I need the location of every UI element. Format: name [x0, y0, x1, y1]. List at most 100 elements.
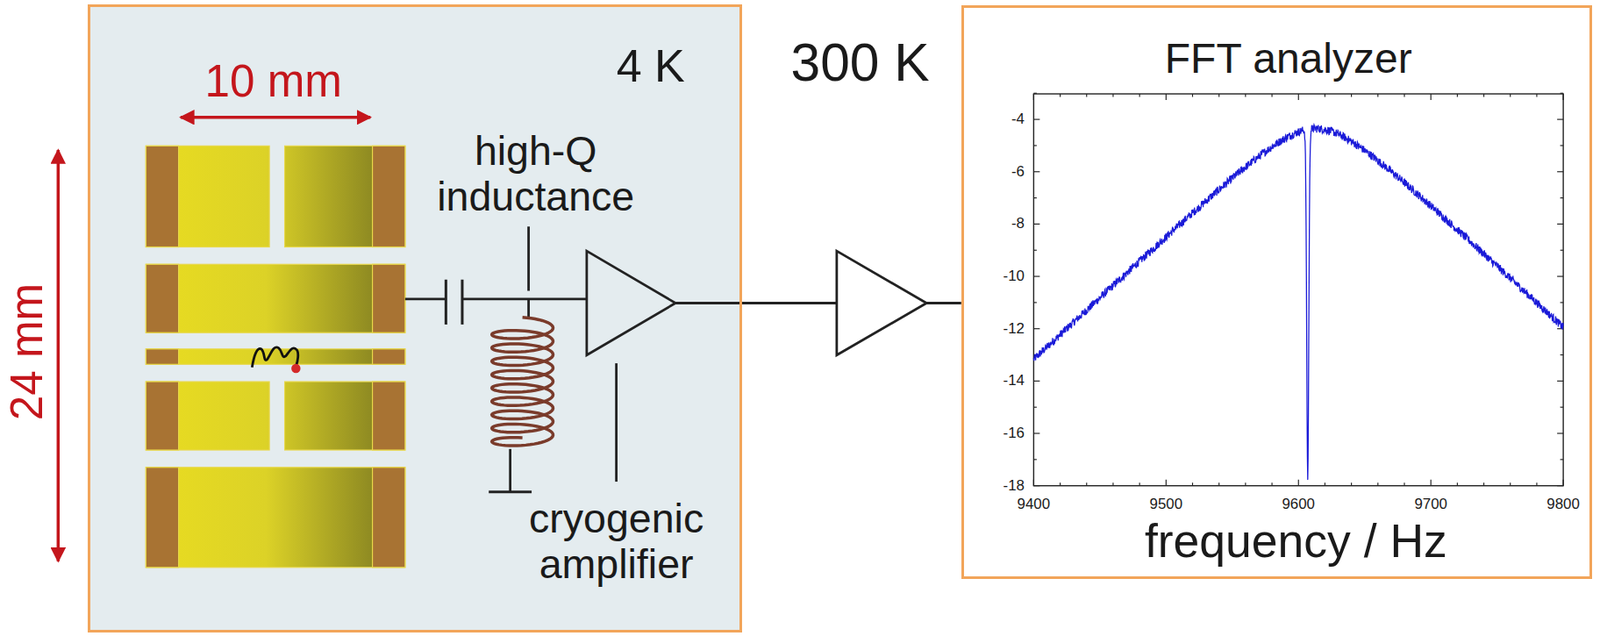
drawing-stroke	[1350, 482, 1352, 486]
tick-label: -8	[1011, 215, 1025, 233]
drawing-stroke	[1535, 482, 1537, 486]
drawing-stroke	[145, 467, 179, 568]
tick-label: -14	[1003, 372, 1025, 390]
drawing-stroke	[1560, 407, 1564, 408]
drawing-stroke	[1557, 275, 1564, 277]
drawing-stroke	[1033, 144, 1036, 146]
drawing-stroke	[1557, 485, 1564, 486]
ion-trajectory	[251, 347, 298, 368]
drawing-stroke	[1560, 458, 1564, 460]
drawing-stroke	[508, 449, 512, 493]
drawing-stroke	[1085, 482, 1087, 486]
drawing-stroke	[1403, 482, 1405, 486]
drawing-stroke	[1139, 93, 1141, 97]
drawing-stroke	[145, 467, 405, 568]
drawing-stroke	[145, 349, 405, 365]
drawing-stroke	[1033, 223, 1040, 225]
drawing-stroke	[372, 145, 406, 247]
tick-label: 9700	[1414, 495, 1448, 513]
drawing-stroke	[1033, 275, 1040, 277]
drawing-stroke	[1192, 93, 1193, 97]
drawing-stroke	[1377, 482, 1379, 486]
drawing-stroke	[1560, 92, 1564, 94]
drawing-stroke	[1244, 482, 1246, 486]
drawing-stroke	[1033, 119, 1040, 121]
drawing-stroke	[1271, 93, 1272, 97]
drawing-stroke	[1557, 171, 1564, 172]
tick-label: -12	[1003, 320, 1025, 337]
drawing-stroke	[1033, 479, 1035, 486]
drawing-stroke	[372, 264, 406, 333]
drawing-stroke	[1324, 93, 1326, 97]
drawing-stroke	[405, 297, 447, 300]
panel-title: FFT analyzer	[1164, 35, 1413, 83]
drawing-stroke	[1165, 479, 1167, 486]
analyzer-fill	[961, 5, 1593, 579]
drawing-stroke	[444, 279, 448, 325]
drawing-stroke	[1033, 92, 1036, 94]
drawing-stroke	[1324, 482, 1326, 486]
drawing-stroke	[1033, 380, 1040, 382]
drawing-stroke	[1033, 458, 1036, 460]
drawing-stroke	[1033, 250, 1036, 251]
ion	[291, 364, 300, 373]
drawing-stroke	[1563, 93, 1565, 100]
drawing-stroke	[285, 381, 406, 450]
drawing-stroke	[1457, 482, 1458, 486]
plot-frame	[1033, 93, 1564, 486]
drawing-stroke	[1112, 482, 1114, 486]
component-label: high-Q inductance	[418, 128, 654, 220]
drawing-stroke	[1059, 482, 1061, 486]
dimension-label: 10 mm	[205, 56, 343, 107]
drawing-stroke	[675, 301, 743, 305]
inductor-coil	[492, 317, 554, 446]
drawing-stroke	[1560, 250, 1564, 251]
drawing-stroke	[1560, 301, 1564, 303]
drawing-stroke	[1139, 482, 1141, 486]
dimension-label: 24 mm	[2, 283, 53, 421]
tick-label: 9600	[1281, 495, 1315, 513]
drawing-stroke	[285, 145, 406, 247]
amplifier-leader	[614, 363, 618, 482]
drawing-stroke	[1033, 197, 1036, 199]
drawing-stroke	[1483, 93, 1485, 97]
tick-label: -16	[1003, 425, 1025, 443]
drawing-stroke	[1033, 301, 1036, 303]
coupling-capacitor	[445, 279, 463, 325]
drawing-stroke	[1560, 197, 1564, 199]
drawing-stroke	[1377, 93, 1379, 97]
drawing-stroke	[1457, 93, 1458, 97]
drawing-stroke	[1192, 482, 1193, 486]
component-label: cryogenic amplifier	[508, 494, 723, 586]
drawing-stroke	[1557, 380, 1564, 382]
cryogenic-amplifier	[586, 250, 676, 356]
analyzer-box: FFT analyzer	[961, 5, 1593, 579]
tick-label: -18	[1003, 477, 1025, 494]
drawing-stroke	[1563, 479, 1565, 486]
drawing-stroke	[1430, 93, 1432, 100]
drawing-stroke	[1557, 432, 1564, 434]
drawing-stroke	[1560, 354, 1564, 356]
drawing-stroke	[372, 381, 406, 450]
drawing-stroke	[1509, 482, 1511, 486]
drawing-stroke	[1271, 482, 1272, 486]
axis-title: frequency / Hz	[1144, 514, 1448, 568]
axis-ticks	[1033, 92, 1564, 486]
tick-label: -4	[1011, 111, 1025, 129]
drawing-stroke	[145, 145, 179, 247]
tick-label: -10	[1003, 268, 1025, 286]
temperature-label: 300 K	[791, 33, 930, 93]
drawing-stroke	[1033, 171, 1040, 172]
drawing-stroke	[1350, 93, 1352, 97]
drawing-stroke	[1033, 407, 1036, 408]
circuit-wires	[405, 299, 743, 493]
drawing-stroke	[372, 349, 406, 365]
drawing-stroke	[145, 264, 405, 333]
drawing-stroke	[145, 264, 179, 333]
drawing-stroke	[1165, 93, 1167, 100]
height-dimension	[57, 150, 60, 562]
cryo-region-fill	[87, 4, 743, 633]
drawing-stroke	[1033, 93, 1035, 100]
drawing-stroke	[1033, 328, 1040, 329]
tick-label: 9400	[1017, 495, 1051, 513]
